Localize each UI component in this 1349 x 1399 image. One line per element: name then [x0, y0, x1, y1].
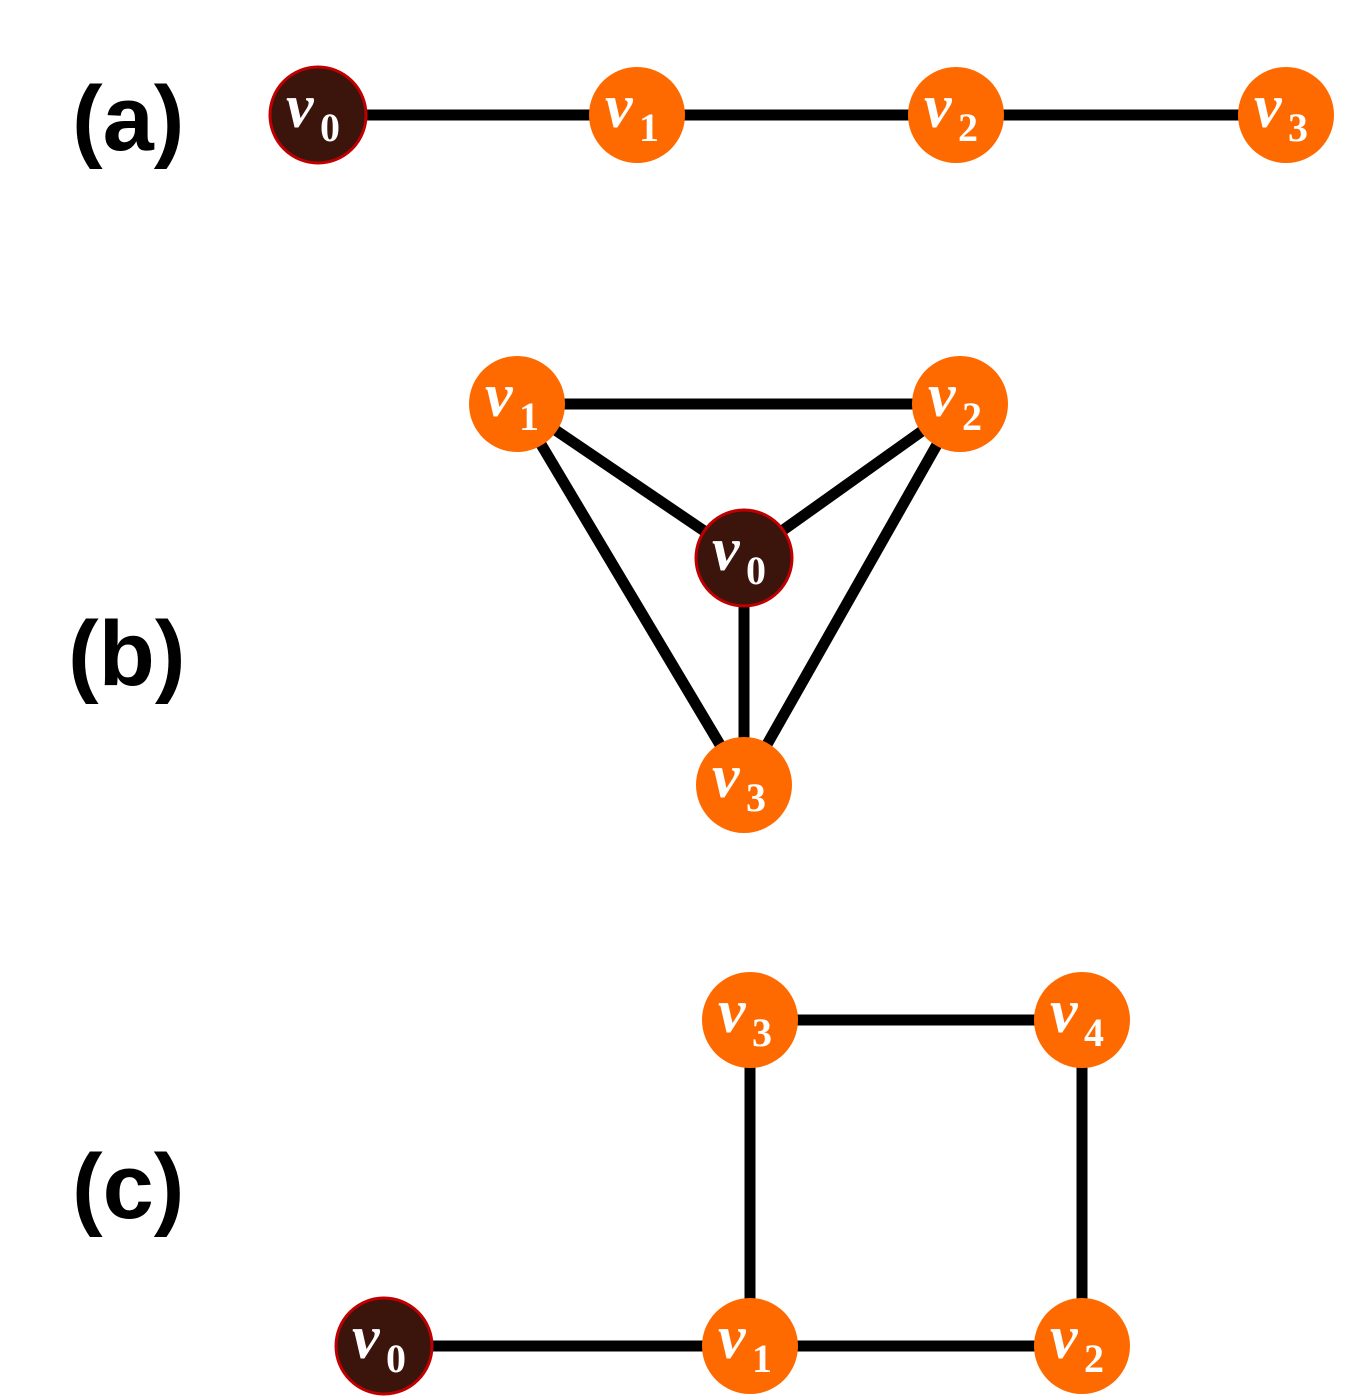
node-subscript: 2 [958, 105, 978, 150]
root-node-circle [694, 508, 794, 608]
node-letter: v [605, 73, 634, 141]
node-circle [469, 356, 565, 452]
node-circle [1034, 1298, 1130, 1394]
node-subscript: 2 [1084, 1336, 1104, 1381]
node-circle [1238, 67, 1334, 163]
node-circle [702, 1298, 798, 1394]
node-subscript: 0 [386, 1336, 406, 1381]
node-circle [1034, 972, 1130, 1068]
node-circle [696, 737, 792, 833]
node-circle [589, 67, 685, 163]
node-circle [912, 356, 1008, 452]
node-subscript: 0 [320, 105, 340, 150]
node-subscript: 3 [746, 775, 766, 820]
node-subscript: 1 [519, 394, 539, 439]
root-node-circle [268, 65, 368, 165]
node-subscript: 3 [1288, 105, 1308, 150]
node-letter: v [928, 362, 957, 430]
panel-label: (c) [72, 1136, 184, 1238]
node-circle [702, 972, 798, 1068]
node-subscript: 4 [1084, 1010, 1104, 1055]
node-letter: v [485, 362, 514, 430]
node-letter: v [1050, 978, 1079, 1046]
node-subscript: 3 [752, 1010, 772, 1055]
node-subscript: 1 [639, 105, 659, 150]
node-letter: v [924, 73, 953, 141]
root-node-circle [334, 1296, 434, 1396]
node-circle [908, 67, 1004, 163]
node-letter: v [1050, 1304, 1079, 1372]
node-letter: v [712, 743, 741, 811]
node-letter: v [352, 1304, 381, 1372]
node-letter: v [1254, 73, 1283, 141]
node-letter: v [286, 73, 315, 141]
node-letter: v [712, 516, 741, 584]
node-subscript: 1 [752, 1336, 772, 1381]
node-subscript: 0 [746, 548, 766, 593]
node-letter: v [718, 978, 747, 1046]
edge-v2-v3 [739, 401, 965, 788]
node-subscript: 2 [962, 394, 982, 439]
panel-label: (a) [72, 68, 184, 170]
node-letter: v [718, 1304, 747, 1372]
panel-label: (b) [68, 603, 185, 705]
edge-v1-v3 [512, 401, 749, 788]
